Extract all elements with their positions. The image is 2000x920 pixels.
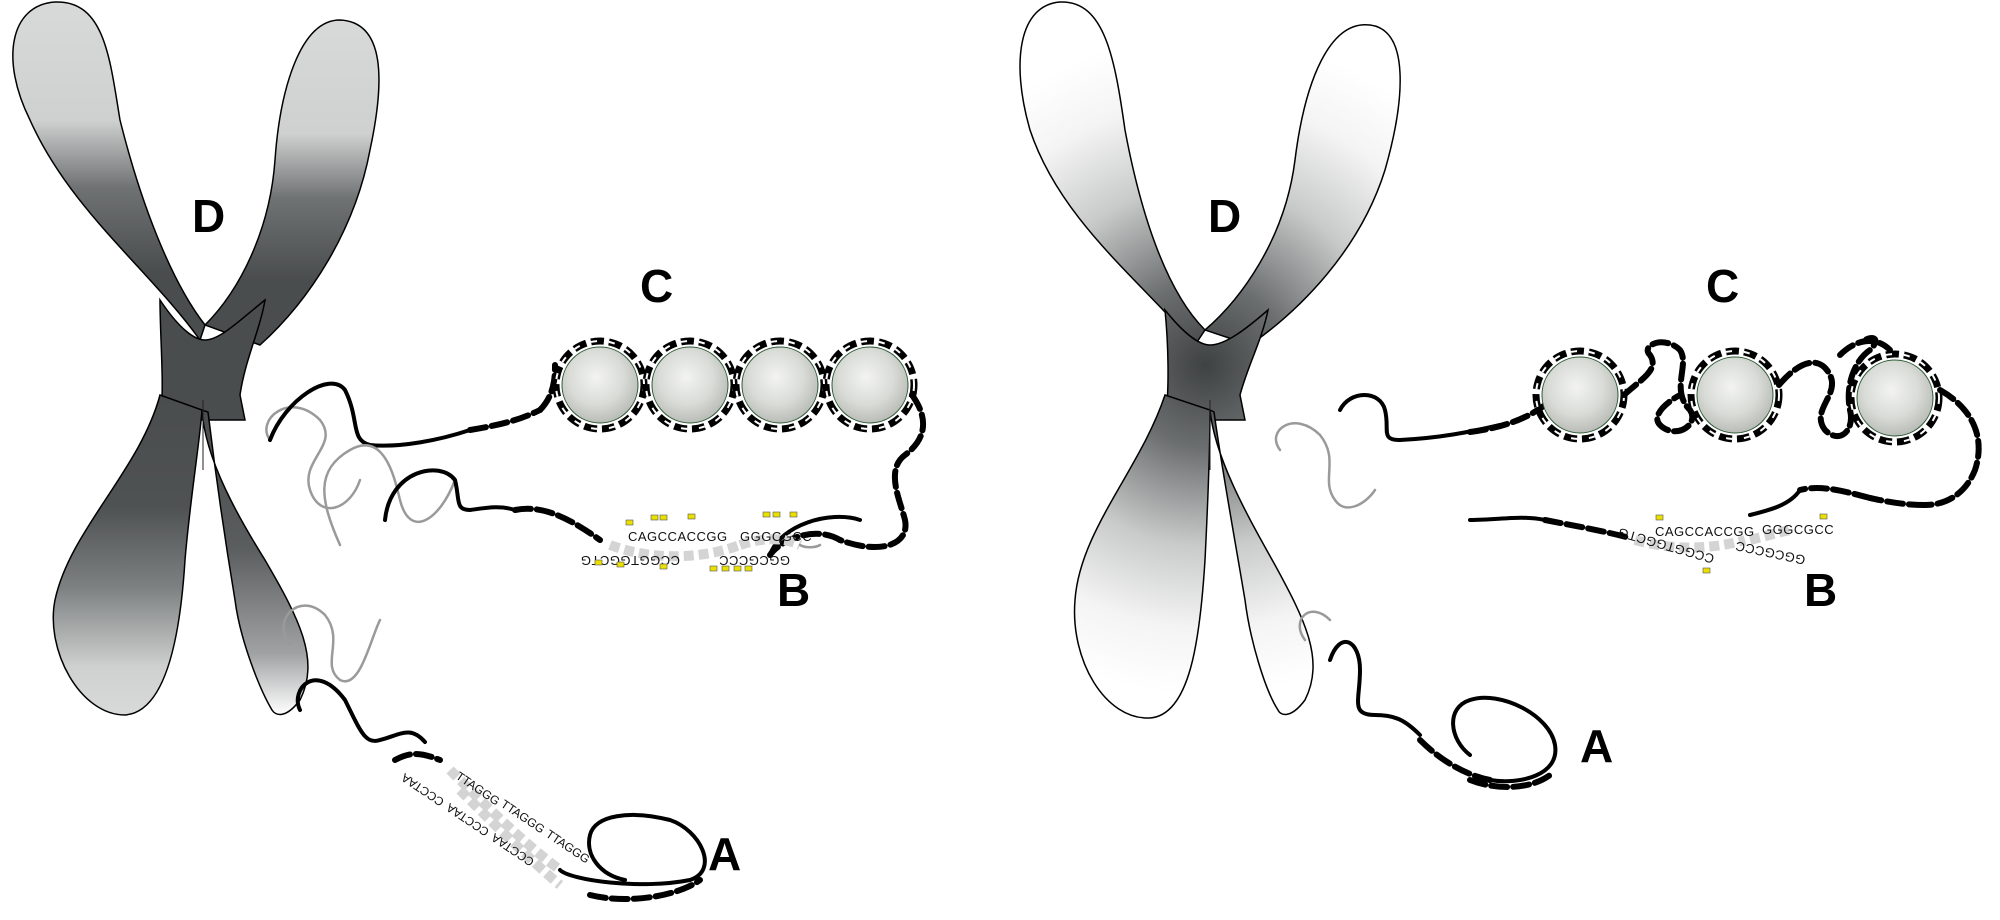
right-chromosome [1019,1,1401,719]
left-chromosome-arm-upper-right [203,19,380,346]
right-label-A: A [1580,720,1613,772]
left-t-loop [558,813,707,887]
left-cpg-region: CAGCCACCGG CCGGTGGCTG GGGCGCC GGCGCCC [512,505,822,572]
left-label-C: C [640,260,673,312]
right-chromosome-arm-upper-right [1203,24,1401,346]
right-linker-dna [1748,387,1982,517]
left-chromosome-centromere [159,297,267,421]
right-chromosome-arm-upper-left [1019,1,1206,347]
left-chromosome-arm-lower-right [201,408,309,716]
left-cpg-seq-2-top: GGGCGCC [740,529,812,544]
left-nucleosome-3 [732,337,828,433]
left-chromosome [12,1,380,716]
left-cpg-seq-2-bottom: GGCGCCC [719,553,790,568]
right-chromosome-centromere [1164,307,1270,421]
right-nucleosome-1 [1532,347,1628,443]
left-linker-dna [767,392,927,558]
right-t-loop [1451,695,1558,784]
right-nucleosome-3 [1847,350,1943,446]
left-label-D: D [192,190,225,242]
left-label-B: B [777,564,810,616]
right-label-B: B [1804,564,1837,616]
right-cpg-region: CAGCCACCGG CCGGTGGCTG GGGCGCC GGCGCCC [1468,513,1834,574]
right-cpg-seq-2-top: GGGCGCC [1762,522,1834,537]
right-label-C: C [1706,260,1739,312]
right-cpg-seq-1-top: CAGCCACCGG [1655,524,1755,539]
left-cpg-seq-1-top: CAGCCACCGG [628,529,728,544]
left-label-A: A [708,828,741,880]
left-nucleosome-array [552,337,918,433]
right-panel: CAGCCACCGG CCGGTGGCTG GGGCGCC GGCGCCC D … [1019,1,1982,790]
left-nucleosome-1 [552,337,648,433]
right-label-D: D [1208,190,1241,242]
right-methyl-tags [1655,513,1828,574]
left-nucleosome-2 [642,337,738,433]
right-telomere-region [1298,610,1558,790]
right-cpg-seq-2-bottom: GGCGCCC [1734,538,1807,568]
left-panel: CAGCCACCGG CCGGTGGCTG GGGCGCC GGCGCCC [12,1,927,903]
right-chromatin-fiber [1274,393,1548,509]
left-telomere-bottom-1: CCCTAA [399,770,447,809]
right-linker-2 [1776,335,1879,440]
right-linker-1 [1621,339,1696,435]
right-chromosome-arm-lower-right [1209,408,1314,716]
right-chromosome-arm-lower-left [1073,394,1211,719]
right-nucleosome-2 [1687,347,1783,443]
left-chromatin-fiber [265,362,558,510]
left-telomere-region: TTAGGG TTAGGG TTAGGG CCCTAA CCCTAA CCCTA… [282,444,707,903]
left-chromosome-arm-upper-left [12,1,206,342]
left-methyl-tags [594,511,798,572]
left-cpg-seq-1-bottom: CCGGTGGCTG [580,553,680,568]
right-nucleosome-array [1532,335,1943,446]
left-nucleosome-4 [822,337,918,433]
left-chromosome-arm-lower-left [52,394,203,716]
